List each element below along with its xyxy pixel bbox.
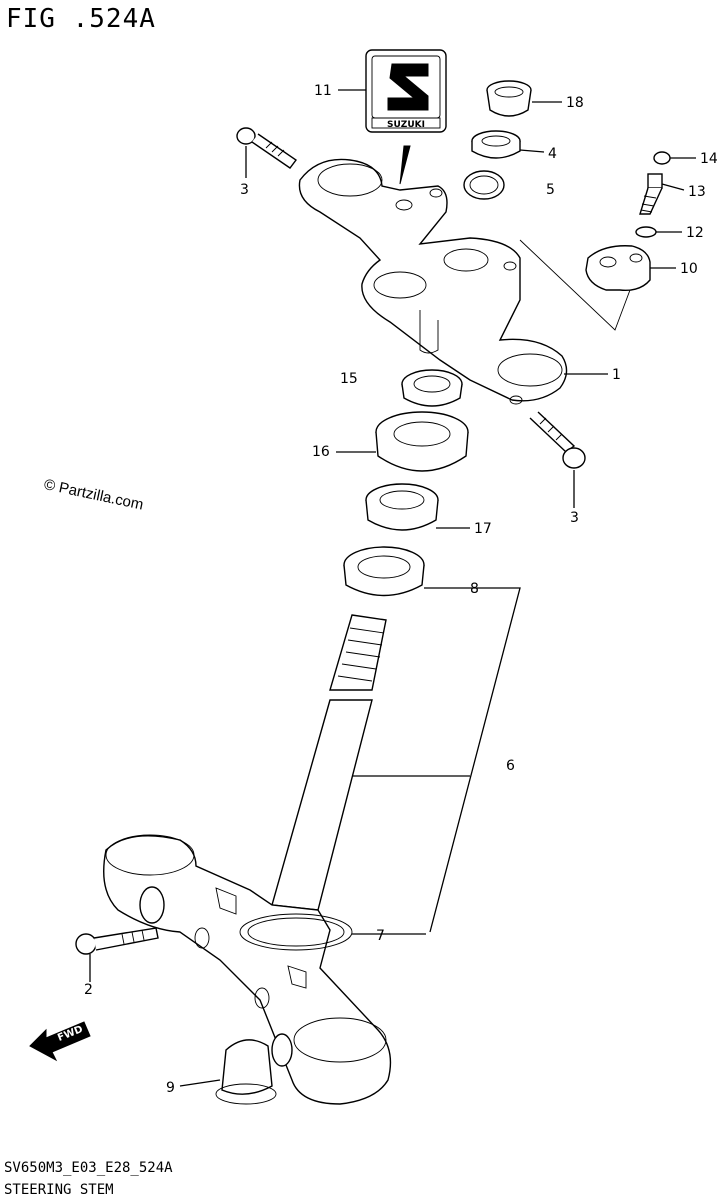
part-7-seal-ring[interactable]: [239, 913, 353, 951]
callout-13: 13: [688, 184, 706, 200]
callout-15: 15: [340, 371, 358, 387]
part-3-bolt-upper[interactable]: [236, 127, 297, 169]
part-6-steering-stem[interactable]: [103, 614, 392, 1105]
fwd-arrow-icon: FWD: [29, 1021, 91, 1062]
emblem-arrow: [399, 145, 411, 185]
part-9-cap[interactable]: [215, 1039, 277, 1105]
part-5-ring[interactable]: [463, 170, 505, 200]
callout-5: 5: [546, 182, 555, 198]
part-4-washer[interactable]: [471, 130, 521, 159]
callout-labels: 11 18 4 5 14 13 12 10 3 1 15 16 3 17 8 6…: [84, 83, 718, 1096]
part-10-clamp[interactable]: [585, 245, 651, 291]
part-1-upper-bracket[interactable]: [298, 158, 568, 405]
figure-title: FIG .524A: [6, 4, 156, 34]
part-3-bolt-lower[interactable]: [529, 411, 586, 469]
callout-8: 8: [470, 581, 479, 597]
callout-9: 9: [166, 1080, 175, 1096]
part-13-bolt[interactable]: [639, 173, 663, 215]
callout-3b: 3: [570, 510, 579, 526]
callout-11: 11: [314, 83, 332, 99]
part-17-bearing[interactable]: [365, 483, 439, 531]
part-18-cap[interactable]: [486, 80, 532, 117]
callout-6: 6: [506, 758, 515, 774]
emblem-logo-text: SUZUKI: [387, 120, 425, 130]
callout-12: 12: [686, 225, 704, 241]
part-16-seal[interactable]: [375, 411, 469, 472]
callout-14: 14: [700, 151, 718, 167]
callout-10: 10: [680, 261, 698, 277]
callout-16: 16: [312, 444, 330, 460]
part-12-washer[interactable]: [635, 226, 657, 238]
part-2-bolt[interactable]: [75, 927, 159, 955]
part-8-race[interactable]: [343, 546, 425, 597]
figure-code: SV650M3_E03_E28_524A: [4, 1160, 173, 1176]
callout-7: 7: [376, 928, 385, 944]
figure-name: STEERING STEM: [4, 1182, 114, 1198]
part-15-nut[interactable]: [401, 369, 463, 407]
part-11-emblem[interactable]: SUZUKI: [365, 49, 447, 133]
callout-3a: 3: [240, 182, 249, 198]
callout-17: 17: [474, 521, 492, 537]
callout-18: 18: [566, 95, 584, 111]
part-14-cap[interactable]: [653, 151, 671, 165]
callout-2: 2: [84, 982, 93, 998]
callout-1: 1: [612, 367, 621, 383]
callout-4: 4: [548, 146, 557, 162]
